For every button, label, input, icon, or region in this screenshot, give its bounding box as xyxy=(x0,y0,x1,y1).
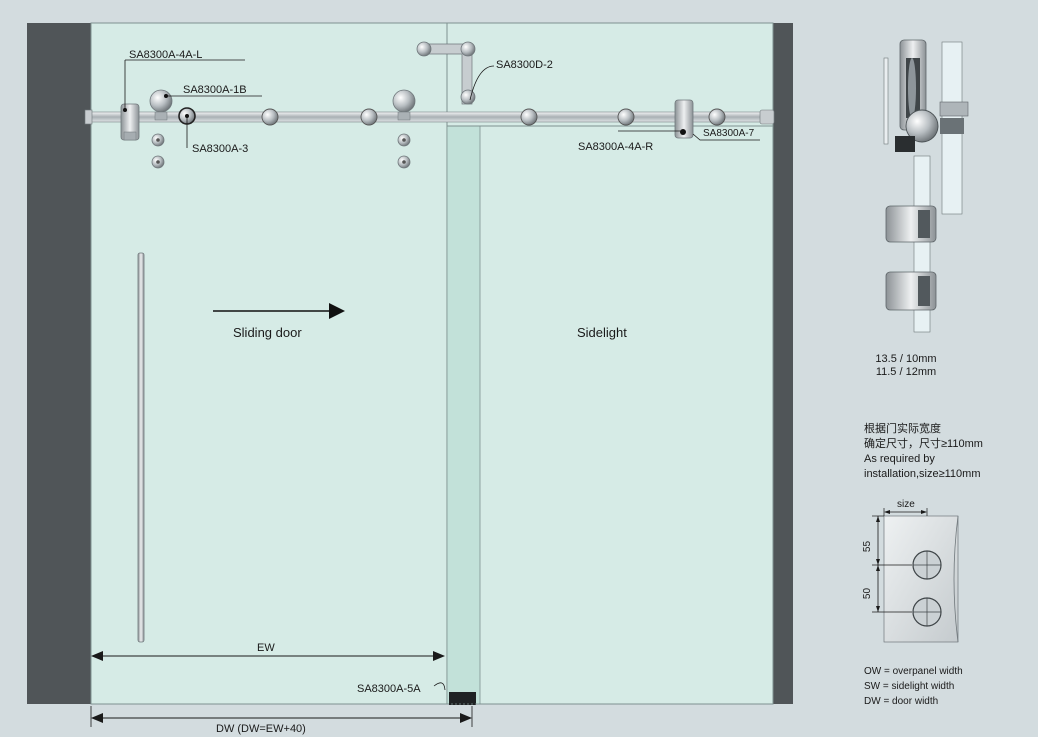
legend-ow: OW = overpanel width xyxy=(864,666,963,677)
label-sa8300d-2: SA8300D-2 xyxy=(496,59,553,71)
sidelight-edge xyxy=(446,125,481,705)
note-cn-2: 确定尺寸，尺寸≥110mm xyxy=(864,438,983,450)
rod-end-right xyxy=(759,109,775,125)
ew-dimension xyxy=(91,651,445,661)
sliding-door-glass xyxy=(90,22,448,705)
door-handle xyxy=(137,252,145,643)
label-size: size xyxy=(897,499,915,510)
wall-right xyxy=(773,23,793,704)
overpanel-glass xyxy=(445,22,774,127)
cross-section-detail xyxy=(883,39,969,333)
dw-dimension xyxy=(90,706,473,727)
label-55: 55 xyxy=(862,540,874,553)
label-sa8300a-4a-l: SA8300A-4A-L xyxy=(129,49,203,61)
bracket-right-dot xyxy=(680,129,686,135)
section-thickness: 13.5 / 10mm 11.5 / 12mm xyxy=(868,353,944,379)
bracket-right xyxy=(674,99,694,139)
door-clamp-right xyxy=(397,133,411,169)
label-sa8300a-5a: SA8300A-5A xyxy=(357,683,421,695)
roller-left xyxy=(149,89,173,113)
legend-dw: DW = door width xyxy=(864,696,939,707)
label-sa8300a-1b: SA8300A-1B xyxy=(183,84,247,96)
label-sa8300a-4a-r: SA8300A-4A-R xyxy=(578,141,654,153)
wall-left xyxy=(27,23,91,704)
note-cn-1: 根据门实际宽度 xyxy=(864,423,941,435)
label-sa8300a-7: SA8300A-7 xyxy=(703,128,755,139)
roller-right xyxy=(392,89,416,113)
hole-detail xyxy=(872,508,959,643)
note-en-1: As required by xyxy=(864,453,935,465)
floor-guide-a5a xyxy=(449,692,476,705)
connector-d2 xyxy=(416,41,476,105)
thickness-line-2: 11.5 / 12mm xyxy=(875,366,937,378)
installation-note: 根据门实际宽度 确定尺寸，尺寸≥110mm As required by ins… xyxy=(864,422,983,482)
rod-supports xyxy=(261,108,726,126)
label-ew: EW xyxy=(257,642,275,654)
door-clamp-left xyxy=(151,133,165,169)
label-sidelight: Sidelight xyxy=(577,325,627,340)
note-en-2: installation,size≥110mm xyxy=(864,468,981,480)
label-dw: DW (DW=EW+40) xyxy=(216,723,306,735)
label-50: 50 xyxy=(862,587,874,600)
rod-end-left xyxy=(84,109,93,125)
label-sliding-door: Sliding door xyxy=(233,325,302,340)
legend: OW = overpanel width SW = sidelight widt… xyxy=(864,664,963,709)
sidelight-glass xyxy=(445,125,774,705)
thickness-line-1: 13.5 / 10mm xyxy=(875,353,937,365)
callout-leaders xyxy=(124,59,760,691)
legend-sw: SW = sidelight width xyxy=(864,681,955,692)
label-sa8300a-3: SA8300A-3 xyxy=(192,143,249,155)
